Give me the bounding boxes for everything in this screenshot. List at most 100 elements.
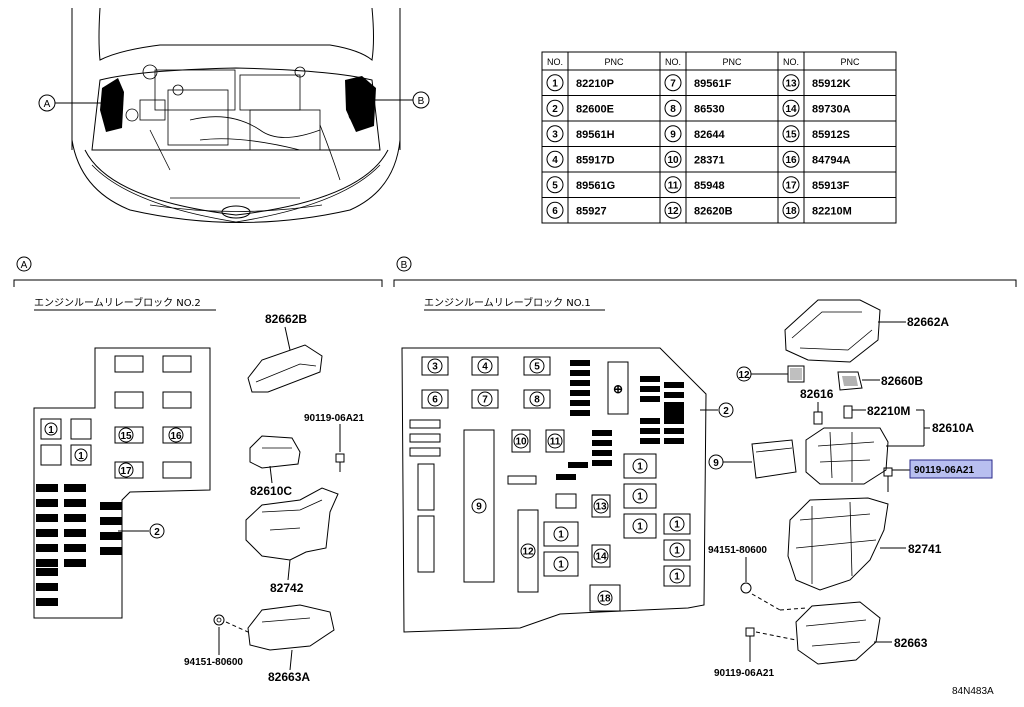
table-no-circle [782, 99, 800, 117]
block-slot-circle [669, 516, 685, 532]
fuse-bar [100, 502, 122, 510]
table-pnc: 85917D [576, 154, 615, 166]
table-no: 11 [668, 180, 679, 191]
table-no: 5 [552, 180, 558, 191]
block-slot-circle [471, 498, 487, 514]
table-pnc: 85913F [812, 180, 850, 192]
block-a-num-2: 2 [154, 527, 160, 538]
section-a-title: エンジンルームリレーブロック NO.2 [34, 296, 201, 309]
fuse-bar [640, 396, 660, 402]
table-no: 7 [670, 78, 676, 89]
block-b-plus: ⊕ [613, 382, 623, 396]
part-bolt-b-highlighted[interactable]: 90119-06A21 [914, 465, 974, 476]
fuse-bar [36, 514, 58, 522]
block-plain-slot [409, 433, 441, 443]
fuse-bar [36, 529, 58, 537]
fuse-bar [568, 462, 588, 468]
block-slot-num: 7 [482, 395, 488, 406]
table-no-circle [546, 99, 564, 117]
fuse-bar [640, 386, 660, 392]
block-slot-num: 13 [595, 502, 607, 513]
table-no-circle [782, 150, 800, 168]
block-slot-circle [669, 568, 685, 584]
table-no-circle [782, 201, 800, 219]
fuse-bar [664, 428, 684, 434]
part-82663-label: 82663 [894, 636, 928, 650]
relay-block-no2: 1 1 15 16 17 2 [33, 347, 211, 619]
fuse-bar [664, 382, 684, 388]
engine-bay-illustration: A B [38, 7, 430, 223]
fuse-bar [100, 547, 122, 555]
table-no-circle [546, 201, 564, 219]
table-pnc: 82600E [576, 103, 614, 115]
block-slot-circle [553, 526, 569, 542]
block-slot-circle [477, 391, 493, 407]
fuse-bar [570, 360, 590, 366]
table-no-circle [664, 74, 682, 92]
block-slot-num: 1 [558, 560, 564, 571]
table-no: 1 [552, 78, 558, 89]
block-a-fuses [36, 484, 122, 606]
block-slot-circle [513, 433, 529, 449]
fuse-bar [570, 400, 590, 406]
callout-a-circle [38, 94, 56, 112]
fuse-bar [36, 559, 58, 567]
fuse-bar [64, 499, 86, 507]
table-header: PNC [840, 57, 860, 67]
block-slot-circle [632, 518, 648, 534]
table-pnc: 28371 [694, 154, 725, 166]
part-nut-a-label: 94151-80600 [184, 657, 243, 668]
callout-b-label: B [418, 96, 425, 107]
block-a-num-17: 17 [120, 466, 132, 477]
part-82616-label: 82616 [800, 387, 834, 401]
block-plain-slot [409, 447, 441, 457]
part-bolt-b2-label: 90119-06A21 [714, 668, 774, 679]
table-header: NO. [665, 57, 681, 67]
block-slot-circle [427, 358, 443, 374]
block-plain-slot [417, 515, 435, 573]
table-header: NO. [783, 57, 799, 67]
table-no: 16 [785, 155, 797, 166]
table-no-circle [664, 125, 682, 143]
fuse-bar [592, 440, 612, 446]
block-slot-num: 8 [534, 395, 540, 406]
table-frame [541, 51, 897, 224]
block-slot-circle [669, 542, 685, 558]
block-slot-circle [597, 590, 613, 606]
table-pnc: 82210M [812, 205, 852, 217]
part-82662a-label: 82662A [907, 315, 949, 329]
highlighted-part-box[interactable] [909, 459, 993, 479]
fuse-bar [640, 428, 660, 434]
fuse-bar [570, 410, 590, 416]
table-no-circle [664, 176, 682, 194]
part-82210m-label: 82210M [867, 404, 910, 418]
table-no: 9 [670, 129, 676, 140]
fuse-bar [36, 598, 58, 606]
table-pnc: 89730A [812, 103, 851, 115]
table-no: 17 [785, 180, 797, 191]
fuse-bar [64, 529, 86, 537]
block-a-num-16: 16 [170, 431, 182, 442]
block-plain-slot [417, 463, 435, 511]
block-slot-num: 1 [637, 522, 643, 533]
section-a-header: A エンジンルームリレーブロック NO.2 [13, 256, 383, 311]
table-no: 18 [785, 206, 797, 217]
fuse-bar [664, 412, 684, 418]
section-a-marker: A [21, 260, 28, 271]
fuse-bar [64, 559, 86, 567]
part-82663a-label: 82663A [268, 670, 310, 684]
fuse-bar [664, 418, 684, 424]
fuse-bar [100, 517, 122, 525]
block-slot-num: 10 [515, 437, 527, 448]
fuse-bar [36, 544, 58, 552]
table-no-circle [782, 74, 800, 92]
block-a-num-15: 15 [120, 431, 132, 442]
table-pnc: 82620B [694, 205, 733, 217]
fuse-bar [664, 408, 684, 414]
block-slot-num: 1 [637, 462, 643, 473]
fuse-bar [64, 484, 86, 492]
table-no: 14 [785, 104, 797, 115]
block-slot-num: 1 [637, 492, 643, 503]
block-b-num-2: 2 [723, 406, 729, 417]
